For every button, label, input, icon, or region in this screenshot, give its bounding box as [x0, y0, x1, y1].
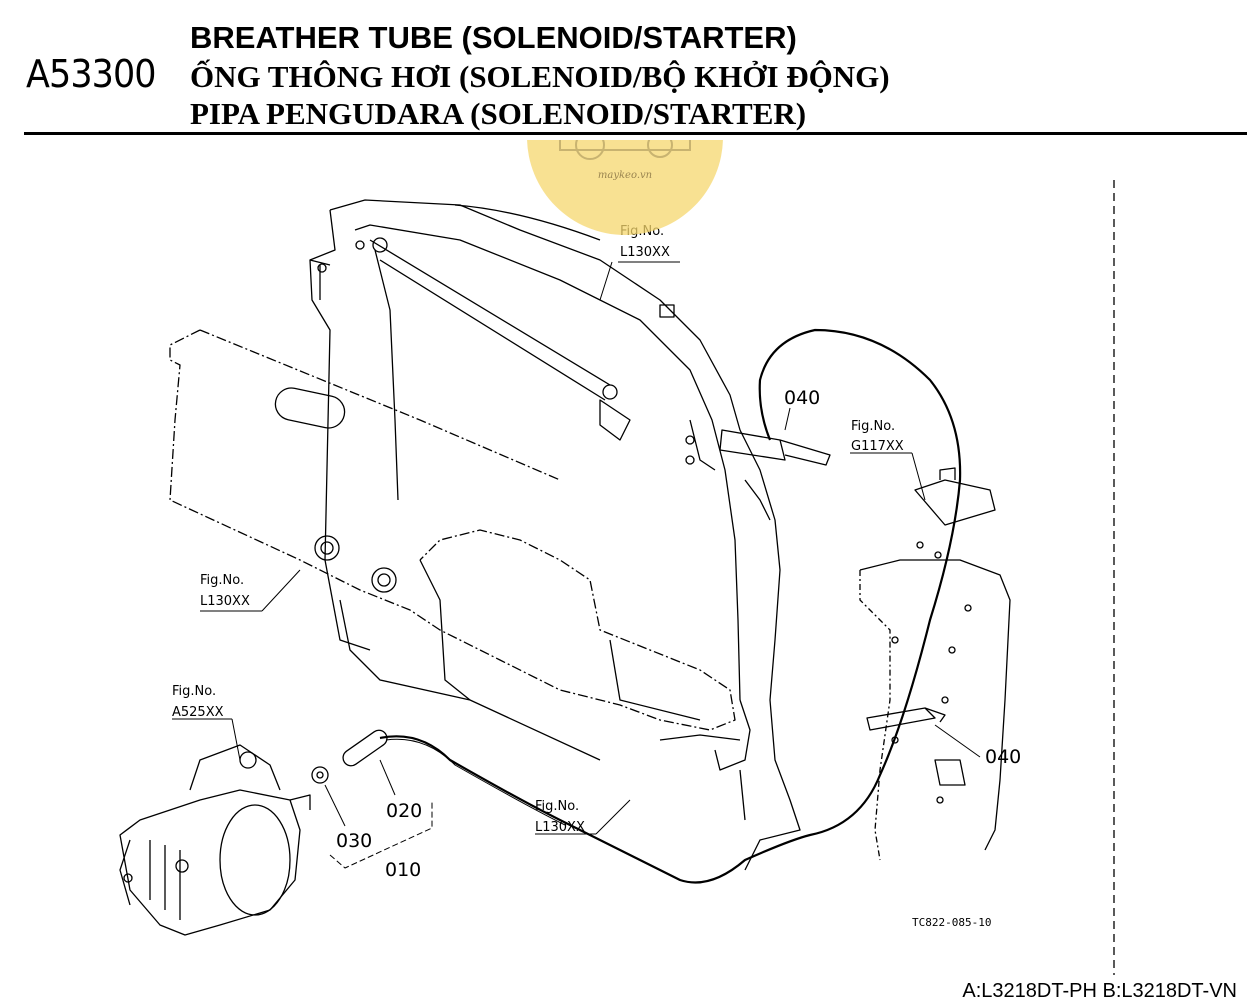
fig-label-prefix: Fig.No. [535, 799, 579, 814]
title-malay: PIPA PENGUDARA (SOLENOID/STARTER) [190, 96, 807, 131]
fig-label-code: G117XX [851, 439, 904, 454]
watermark-logo: maykeo.vn [527, 140, 723, 235]
fig-label-code: L130XX [620, 245, 670, 260]
title-english: BREATHER TUBE (SOLENOID/STARTER) [190, 20, 797, 55]
frame-assembly [309, 199, 801, 871]
part-number: 040 [985, 746, 1021, 768]
drawing-reference: TC822-085-10 [912, 916, 991, 929]
shroud-panel [169, 329, 736, 761]
fig-label-prefix: Fig.No. [172, 684, 216, 699]
fig-label-code: A525XX [172, 705, 224, 720]
part-number: 010 [385, 859, 421, 881]
clamp-upper [719, 429, 831, 466]
section-code: A53300 [26, 52, 157, 96]
part-020-tube [342, 729, 388, 767]
clamp-lower [866, 707, 946, 731]
fig-label-prefix: Fig.No. [200, 573, 244, 588]
parts-diagram: Fig.No. L130XX Fig.No. G117XX Fig.No. L1… [119, 140, 1115, 975]
breather-tube [379, 328, 962, 884]
part-number: 040 [784, 387, 820, 409]
model-list: A:L3218DT-PH B:L3218DT-VN [962, 980, 1237, 1002]
header-rule [24, 132, 1247, 135]
starter-motor [119, 744, 311, 936]
title-vietnamese: ỐNG THÔNG HƠI (SOLENOID/BỘ KHỞI ĐỘNG) [190, 59, 890, 94]
right-bracket [859, 467, 1011, 861]
part-030-band [311, 766, 329, 784]
fig-label-code: L130XX [200, 594, 250, 609]
part-number: 030 [336, 830, 372, 852]
fig-label-prefix: Fig.No. [851, 419, 895, 434]
fig-label-code: L130XX [535, 820, 585, 835]
svg-text:maykeo.vn: maykeo.vn [598, 170, 652, 181]
part-number: 020 [386, 800, 422, 822]
